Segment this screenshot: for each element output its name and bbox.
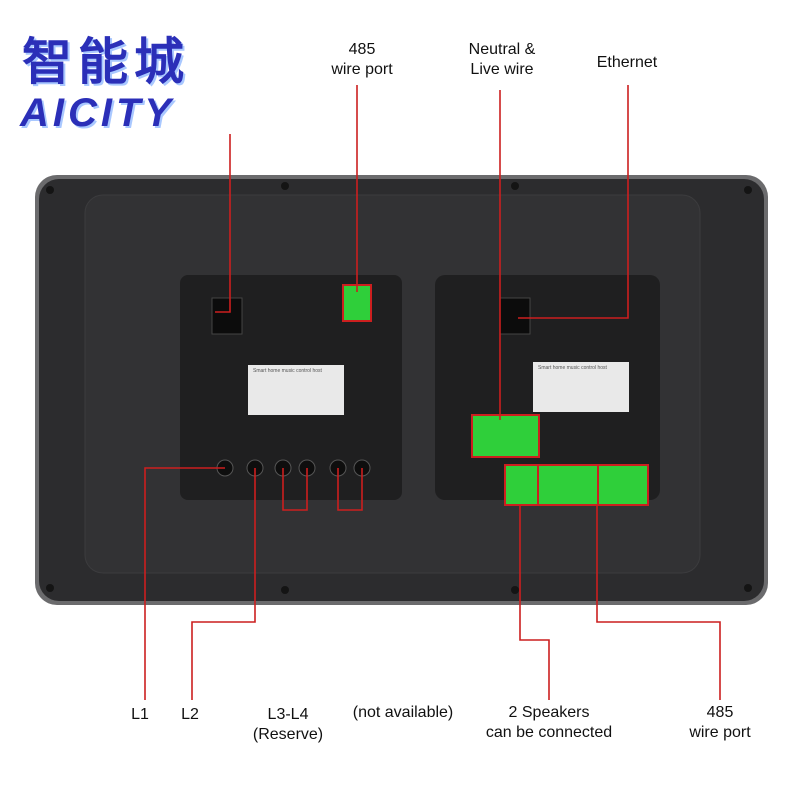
logo-chinese: 智能城: [22, 33, 190, 91]
label-l2: L2: [181, 706, 199, 723]
screw-holes: [46, 182, 752, 594]
label-ethernet: Ethernet: [596, 54, 658, 71]
right-spec-sticker: Smart home music control host: [533, 362, 629, 412]
terminal-485-bottom-b: [597, 464, 649, 506]
label-l1: L1: [131, 706, 149, 723]
ethernet-port-right: [499, 297, 531, 335]
callout-lines: [144, 85, 721, 700]
label-neutral-live: Neutral &Live wire: [468, 41, 536, 78]
logo-english: AICITY: [20, 91, 176, 135]
left-spec-sticker: Smart home music control host: [248, 365, 344, 415]
terminal-485-bottom-a: [537, 464, 599, 506]
ethernet-port-left: [211, 297, 243, 335]
terminal-speakers: [504, 464, 539, 506]
terminal-power: [471, 414, 540, 458]
label-l3-l4: L3-L4(Reserve): [252, 706, 324, 743]
label-not-available: (not available): [352, 704, 454, 721]
right-sticker-title: Smart home music control host: [538, 365, 607, 371]
left-sticker-title: Smart home music control host: [253, 368, 322, 374]
